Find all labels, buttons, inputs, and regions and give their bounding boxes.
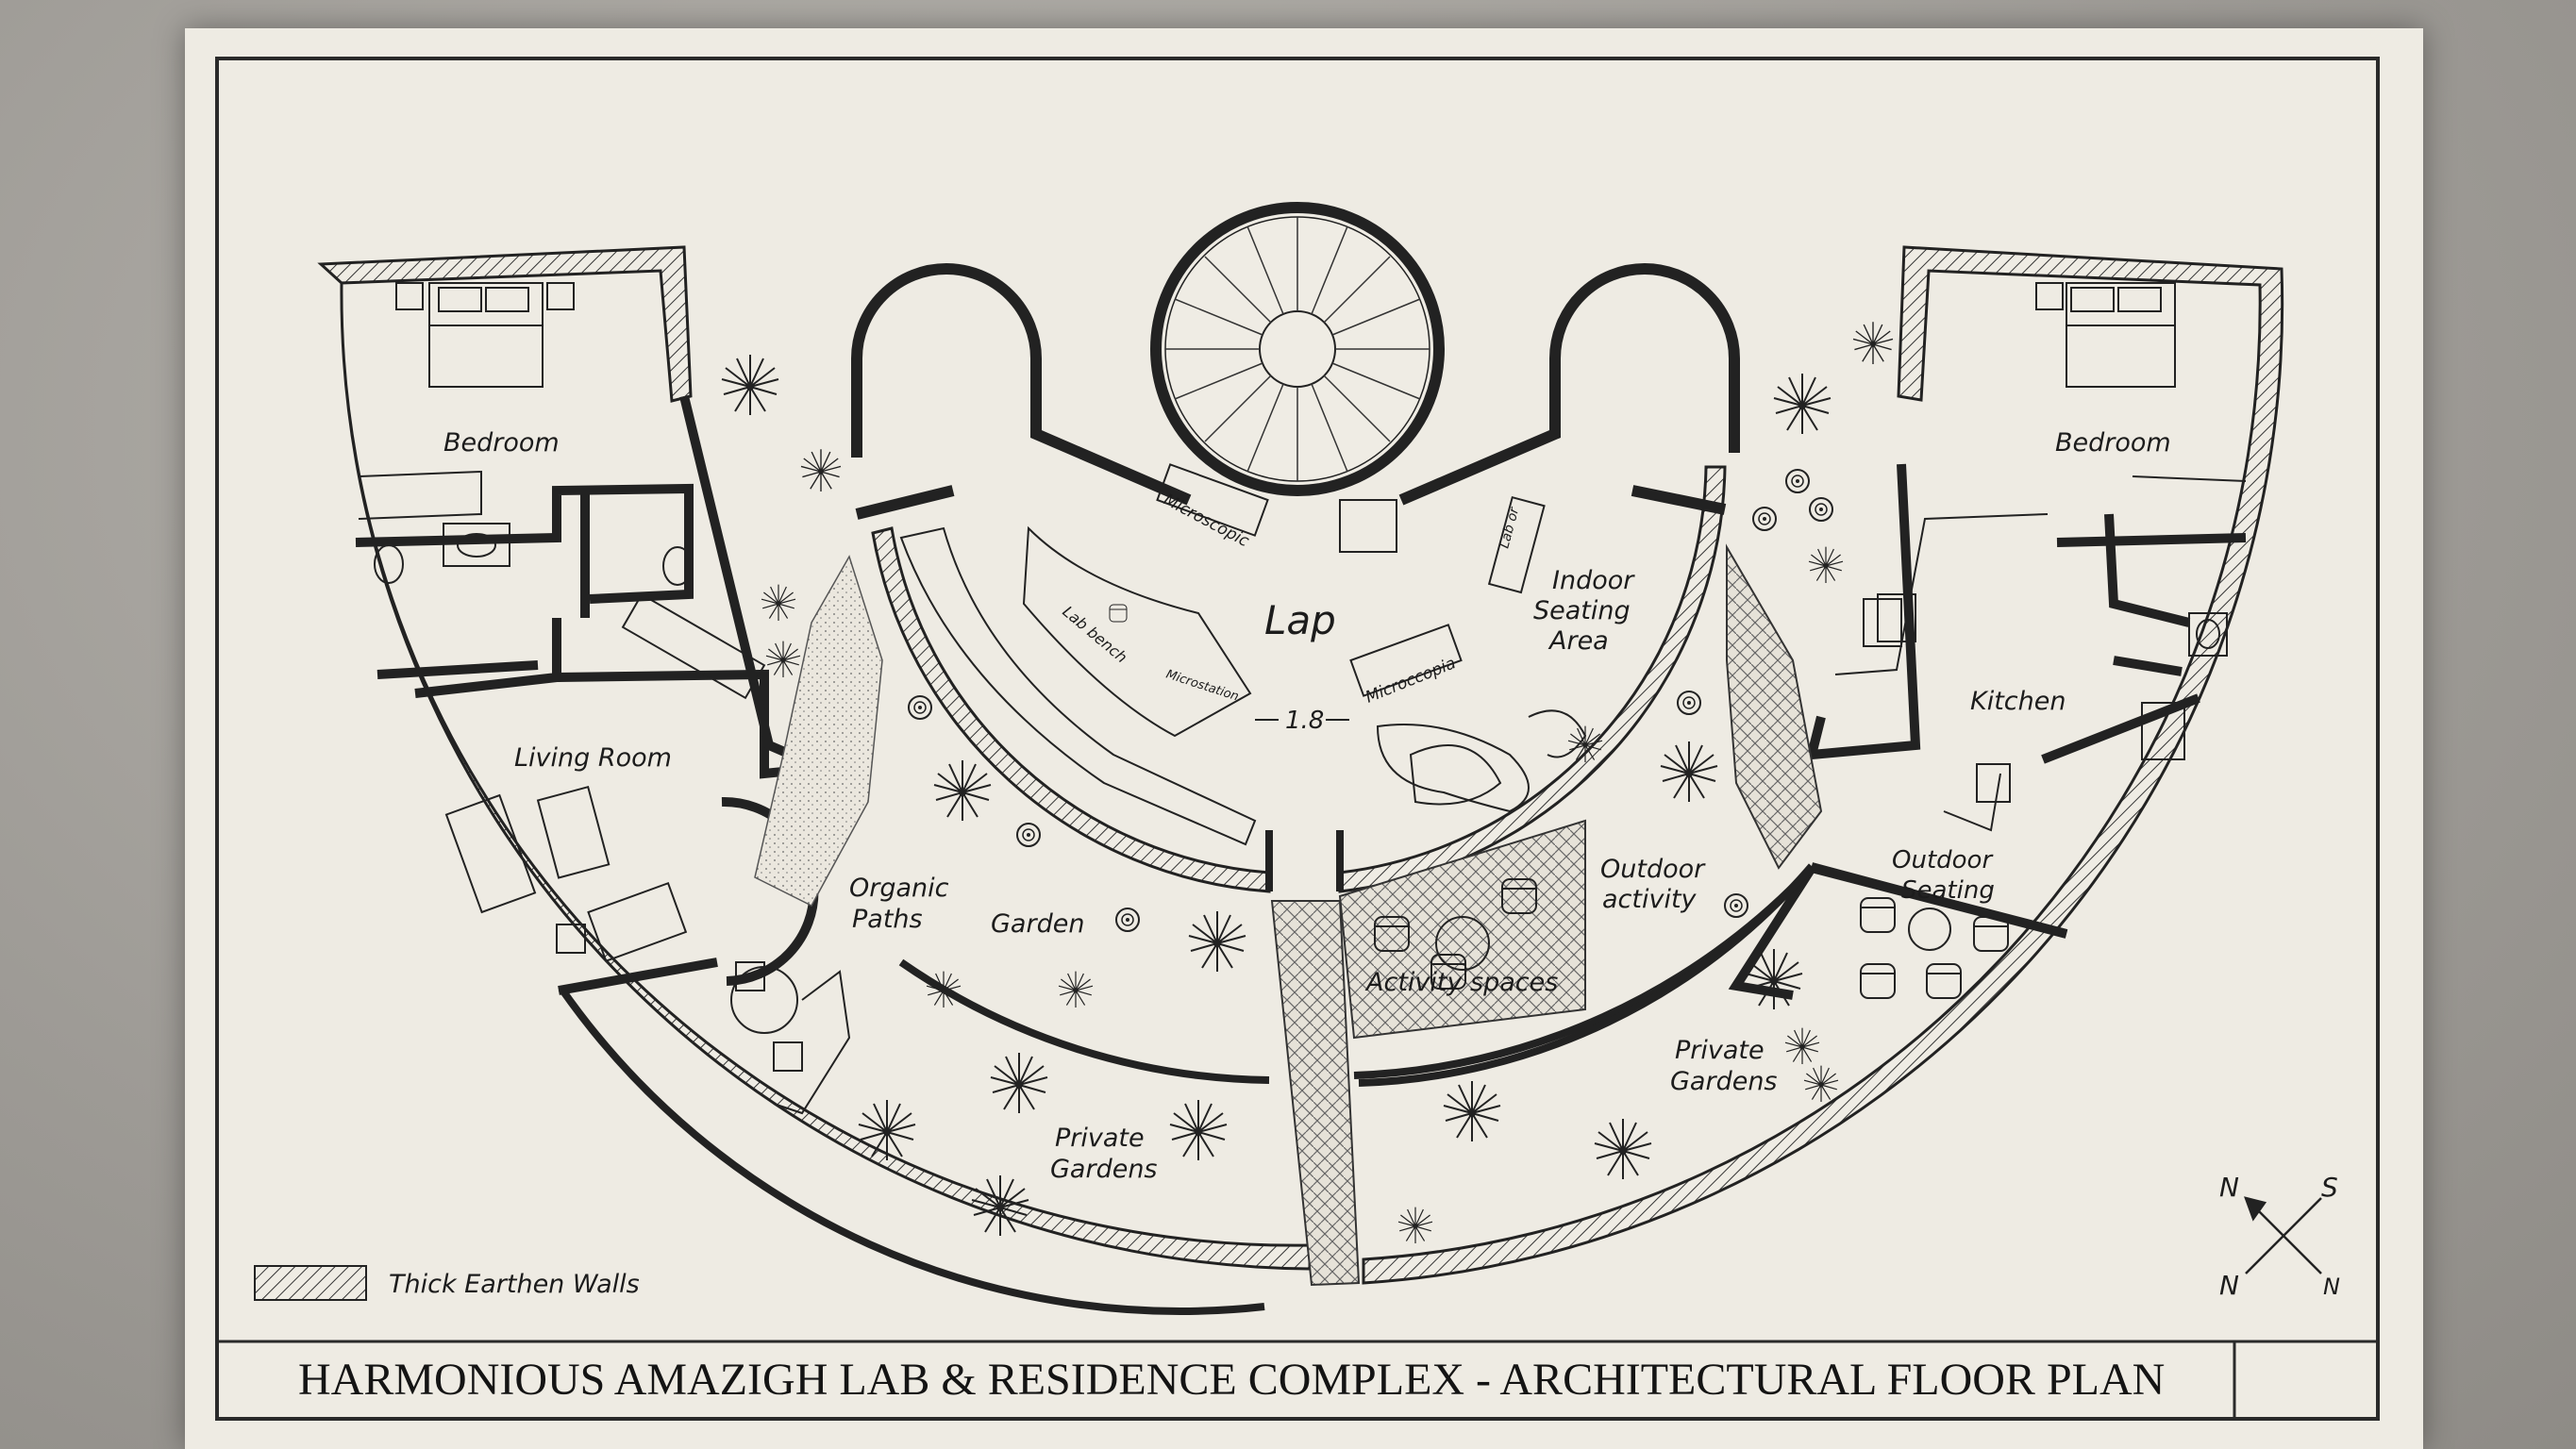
- compass-icon: [2244, 1196, 2322, 1274]
- label-private-gardens-left-1: Private: [1055, 1124, 1145, 1153]
- plan-sheet: Bedroom Living Room Organic Paths Garden…: [185, 28, 2423, 1449]
- plan-labels: Bedroom Living Room Organic Paths Garden…: [298, 428, 2340, 1405]
- label-outdoor-seating-1: Outdoor: [1892, 846, 1994, 874]
- legend-swatch: [254, 1265, 367, 1301]
- label-indoor-3: Area: [1547, 626, 1609, 656]
- label-lab: Lap: [1264, 597, 1336, 643]
- outer-wall: [317, 245, 2284, 1285]
- label-private-gardens-right-2: Gardens: [1670, 1067, 1778, 1096]
- bedroom-left-furniture: [358, 282, 575, 520]
- bathroom-fixtures: [374, 523, 2228, 657]
- living-room-furniture: [444, 592, 851, 1115]
- label-organic-2: Paths: [852, 905, 923, 934]
- label-garden: Garden: [991, 909, 1084, 939]
- kitchen-furniture: [1834, 513, 2185, 832]
- compass-s: S: [2321, 1172, 2338, 1203]
- floor-plan-drawing: [215, 57, 2380, 1421]
- label-microstation: Microstation: [1164, 668, 1241, 705]
- label-private-gardens-right-1: Private: [1675, 1036, 1765, 1065]
- label-activity-spaces: Activity spaces: [1364, 968, 1558, 997]
- compass-n1: N: [2219, 1172, 2239, 1203]
- right-path: [1726, 543, 1823, 870]
- border-frame: [215, 57, 2380, 1421]
- arches: [851, 263, 1740, 520]
- label-outdoor-seating-2: Seating: [1901, 876, 1995, 905]
- label-outdoor-activity-1: Outdoor: [1600, 855, 1706, 884]
- compass-n2: N: [2219, 1270, 2239, 1301]
- label-microscopia: Microccopia: [1363, 654, 1458, 707]
- rotunda: [1150, 202, 1445, 496]
- label-kitchen: Kitchen: [1970, 687, 2066, 716]
- label-bedroom-right: Bedroom: [2055, 428, 2171, 458]
- organic-path: [754, 555, 883, 907]
- bedroom-right-furniture: [2035, 282, 2247, 482]
- label-microscopic: Microscopic: [1161, 491, 1253, 552]
- label-indoor-1: Indoor: [1552, 566, 1635, 595]
- central-path: [1270, 900, 1361, 1287]
- label-organic-1: Organic: [849, 874, 949, 903]
- label-dimension: 1.8: [1285, 707, 1324, 735]
- garden-ring-walls: [558, 862, 2068, 1315]
- lab-furniture: [899, 463, 1587, 846]
- outdoor-seating-furniture: [1860, 897, 2009, 999]
- plan-title: HARMONIOUS AMAZIGH LAB & RESIDENCE COMPL…: [298, 1355, 2165, 1405]
- label-lab-bench: Lab bench: [1059, 603, 1130, 667]
- legend-label: Thick Earthen Walls: [389, 1270, 640, 1299]
- label-lab-or: Lab or: [1497, 505, 1522, 550]
- label-outdoor-activity-2: activity: [1602, 885, 1698, 914]
- label-bedroom-left: Bedroom: [443, 428, 560, 458]
- label-private-gardens-left-2: Gardens: [1050, 1155, 1158, 1184]
- label-living-room: Living Room: [514, 743, 672, 773]
- activity-paving: [1338, 819, 1586, 1040]
- activity-furniture: [1374, 878, 1537, 990]
- label-indoor-2: Seating: [1533, 596, 1631, 625]
- compass-n3: N: [2323, 1274, 2340, 1300]
- lab-wall: [871, 465, 1727, 893]
